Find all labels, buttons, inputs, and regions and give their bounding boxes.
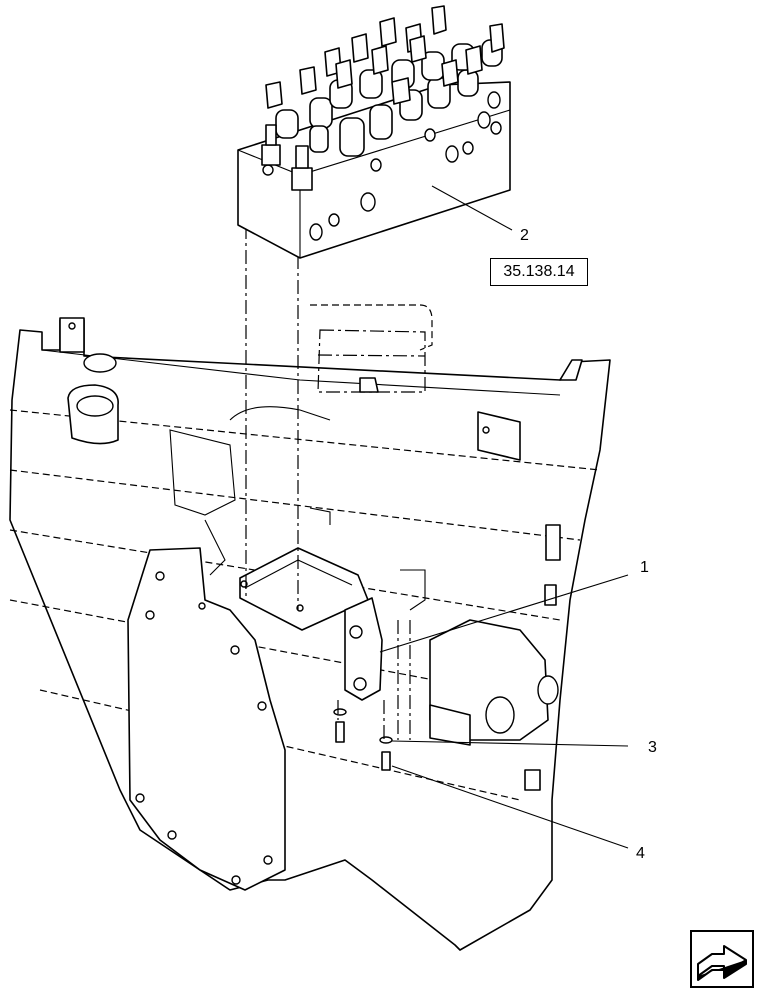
callout-1: 1 [640, 559, 649, 576]
leader-line-3 [391, 740, 629, 747]
next-page-arrow-icon[interactable] [690, 930, 754, 988]
electrical-connectors [265, 5, 505, 109]
solenoid-valve-block [237, 5, 511, 259]
leader-line-1 [379, 574, 629, 653]
leader-line-4 [391, 765, 629, 849]
leader-lines [379, 185, 629, 849]
callout-4: 4 [636, 845, 645, 862]
callout-2: 2 [520, 227, 529, 244]
chassis-frame [9, 304, 611, 951]
leader-line-2 [431, 185, 513, 231]
mounting-bracket [239, 547, 383, 701]
washers-and-bolts [333, 708, 393, 771]
assembly-guide-lines [245, 225, 411, 742]
solenoid-coils [275, 39, 503, 157]
callout-3: 3 [648, 739, 657, 756]
section-reference-link[interactable]: 35.138.14 [490, 258, 588, 286]
